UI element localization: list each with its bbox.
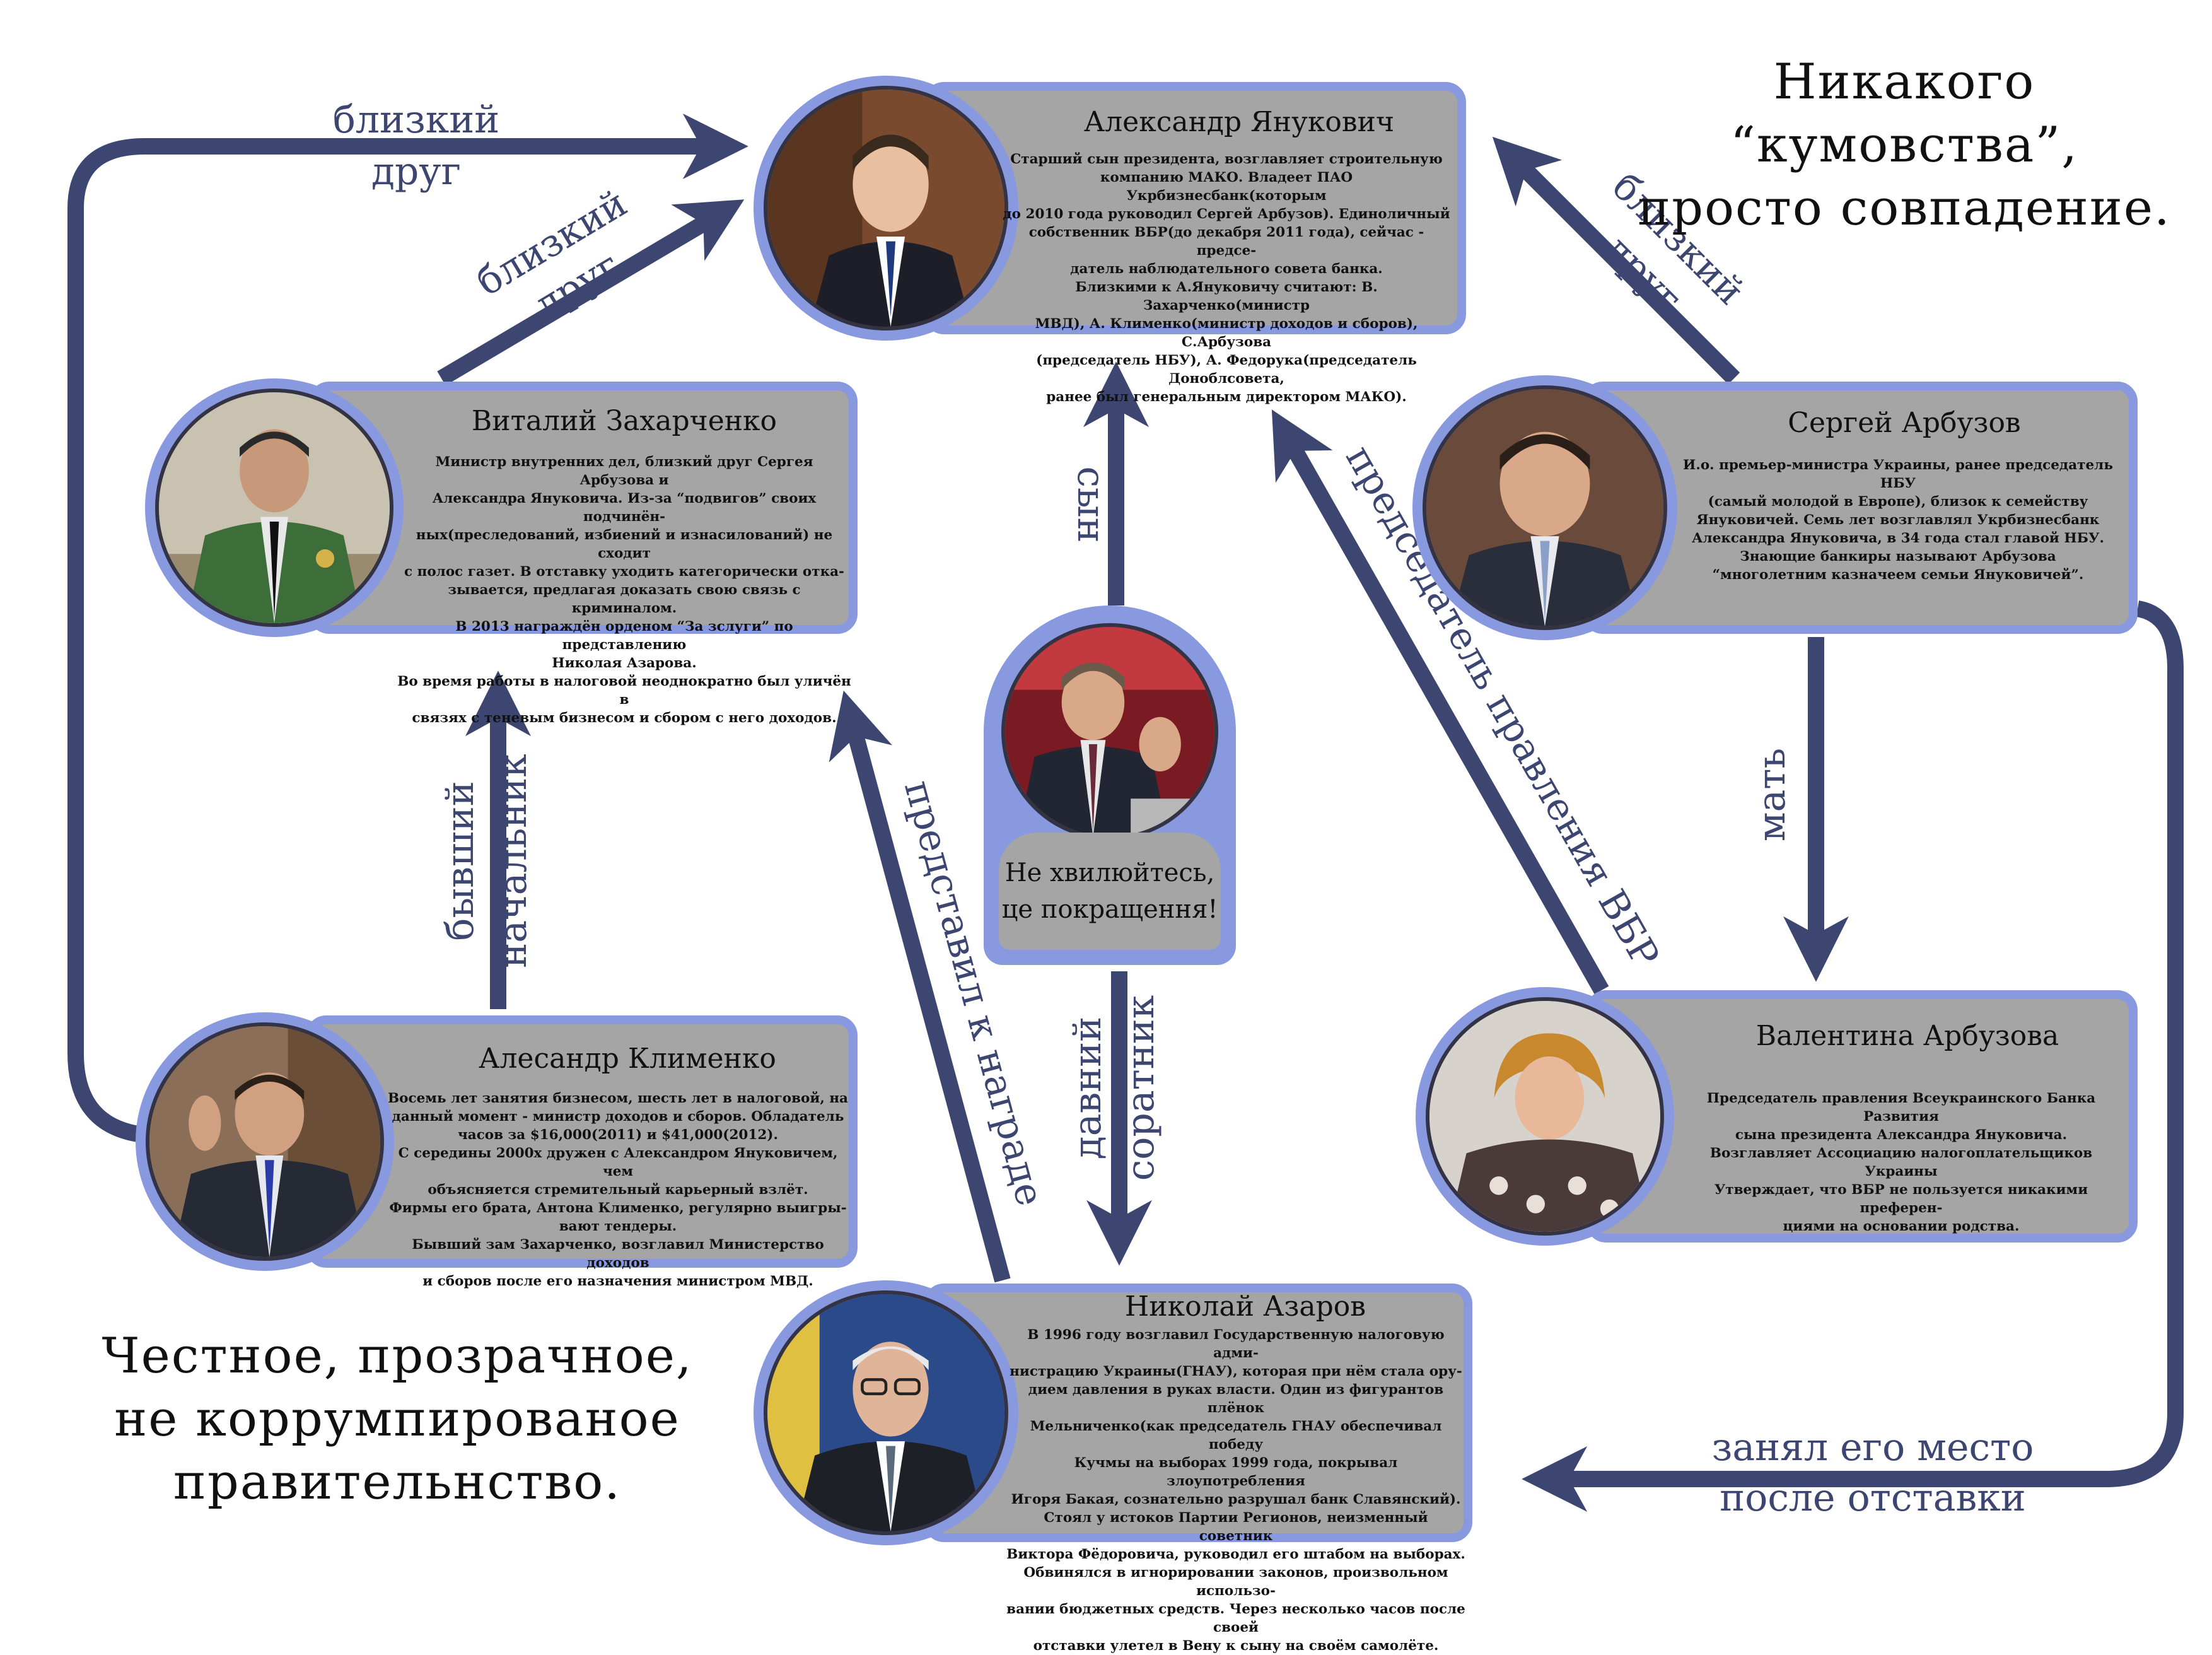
- tagline-bottom-left: Честное, прозрачное, не коррумпированое …: [102, 1328, 693, 1511]
- edge-label-took-place: занял его место после отставки: [1712, 1425, 2034, 1520]
- person-portrait-icon: [159, 392, 390, 623]
- person-name: Александр Янукович: [1083, 106, 1395, 138]
- person-name: Николай Азаров: [1124, 1290, 1366, 1323]
- portrait-photo: [1412, 375, 1677, 640]
- arrow-klimenko-to-alexander: [67, 114, 748, 1143]
- edge-line: начальник: [491, 754, 535, 968]
- person-name: Сергей Арбузов: [1788, 407, 2021, 439]
- card-sergey-arbuzov: Сергей Арбузов И.о. премьер-министра Укр…: [1412, 375, 2138, 640]
- person-name: Алесандр Клименко: [479, 1043, 776, 1075]
- edge-label-close-friend-top: близкий друг: [333, 98, 499, 194]
- quote-bubble: Не хвилюйтесь, це покращення!: [999, 833, 1221, 950]
- tagline-top-right: Никакого “кумовства”, просто совпадение.: [1638, 54, 2171, 237]
- edge-label-son: сын: [1069, 466, 1113, 542]
- edge-line: давний: [1066, 1017, 1110, 1159]
- card-viktor-yanukovych: Не хвилюйтесь, це покращення!: [984, 605, 1236, 965]
- portrait-photo: [136, 1012, 394, 1271]
- portrait-photo: [1416, 987, 1674, 1246]
- card-alexander-yanukovych: Александр Янукович Старший сын президент…: [754, 76, 1466, 405]
- edge-line: бывший: [438, 781, 482, 940]
- person-description: Председатель правления Всеукраинского Ба…: [1706, 1091, 2096, 1234]
- person-portrait-icon: [1429, 1001, 1660, 1232]
- edge-line: соратник: [1119, 995, 1163, 1181]
- edge-line: близкий: [333, 98, 499, 142]
- card-alexander-klimenko: Алесандр Клименко Восемь лет занятия биз…: [136, 1012, 858, 1289]
- portrait-photo: [1001, 623, 1218, 840]
- person-description: Восемь лет занятия бизнесом, шесть лет в…: [388, 1091, 848, 1289]
- person-name: Валентина Арбузова: [1755, 1020, 2059, 1052]
- arrow-arbuzov-to-azarov: [1522, 600, 2184, 1512]
- person-name: Виталий Захарченко: [471, 405, 777, 437]
- edge-line: после отставки: [1720, 1476, 2026, 1520]
- card-nikolay-azarov: Николай Азаров В 1996 году возглавил Гос…: [754, 1280, 1472, 1654]
- portrait-photo: [754, 1280, 1018, 1545]
- person-portrait-icon: [767, 1294, 1004, 1531]
- person-description: И.о. премьер-министра Украины, ранее пре…: [1683, 457, 2113, 583]
- arrow-valentina-to-alexander: [1271, 409, 1609, 995]
- card-valentina-arbuzova: Валентина Арбузова Председатель правлени…: [1416, 987, 2138, 1246]
- portrait-photo: [754, 76, 1018, 341]
- arrow-zakharchenko-to-alexander: [437, 199, 745, 386]
- person-description: Старший сын президента, возглавляет стро…: [1003, 151, 1450, 405]
- edge-line: занял его место: [1712, 1425, 2034, 1470]
- person-portrait-icon: [1426, 389, 1663, 626]
- person-portrait-icon: [149, 1026, 380, 1257]
- person-portrait-icon: [767, 90, 1004, 327]
- person-portrait-icon: [1005, 627, 1214, 836]
- card-panel: [1586, 990, 2138, 1243]
- portrait-photo: [145, 378, 404, 637]
- person-description: В 1996 году возглавил Государственную на…: [1006, 1327, 1465, 1654]
- edge-line: друг: [371, 149, 461, 194]
- edge-label-mother: мать: [1750, 748, 1794, 841]
- card-vitaly-zakharchenko: Виталий Захарченко Министр внутренних де…: [145, 378, 858, 726]
- arrow-arbuzov-to-alexander: [1492, 136, 1740, 385]
- arrow-azarov-to-zakharchenko: [829, 690, 1011, 1283]
- person-description: Министр внутренних дел, близкий друг Сер…: [397, 454, 851, 726]
